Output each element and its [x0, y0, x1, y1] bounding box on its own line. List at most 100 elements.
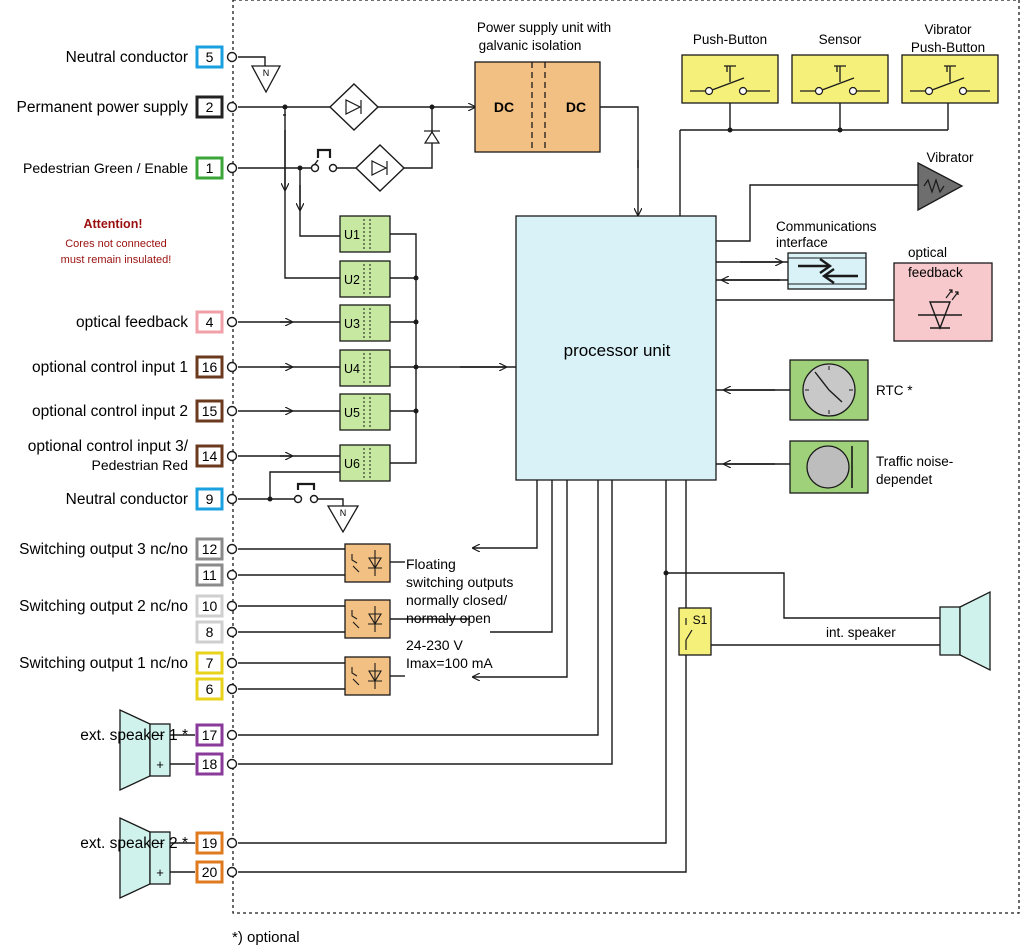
attention-title: Attention!: [83, 217, 142, 231]
terminal-label: Neutral conductor: [66, 491, 188, 508]
rectifier-icon: [328, 83, 380, 131]
push-button-icon: [681, 54, 779, 104]
input-box-u5: U5: [339, 393, 391, 431]
external-speaker-2-icon: −+: [119, 816, 171, 900]
terminal-label: Neutral conductor: [66, 49, 188, 66]
terminal-9: 9 Neutral conductor: [66, 487, 238, 511]
terminal-5: 5 Neutral conductor: [66, 45, 238, 69]
svg-text:normally closed/: normally closed/: [406, 592, 507, 608]
svg-text:U3: U3: [344, 317, 360, 331]
traffic-noise-microphone: Traffic noise- dependet: [789, 440, 953, 494]
communications-interface: Communications interface: [776, 219, 877, 290]
noise-label-line2: dependet: [876, 472, 933, 487]
sensor-label: Sensor: [819, 32, 862, 47]
attention-line1: Cores not connected: [65, 238, 167, 250]
terminal-8: 8: [195, 620, 238, 644]
junction-dots: [267, 104, 843, 576]
terminal-number: 6: [206, 681, 214, 697]
terminal-number: 20: [202, 864, 218, 880]
input-box-u2: U2: [339, 260, 391, 298]
svg-text:+: +: [156, 865, 164, 880]
external-speaker-1-icon: −+: [119, 708, 171, 792]
svg-text:−: −: [156, 836, 164, 851]
relay-2: [344, 599, 391, 639]
svg-text:switching outputs: switching outputs: [406, 574, 513, 590]
svg-text:N: N: [340, 508, 347, 518]
vibrator-push-button-icon: [901, 54, 999, 104]
terminal-number: 16: [202, 359, 218, 375]
floating-outputs-note: Floating switching outputs normally clos…: [406, 556, 513, 671]
svg-text:normaly open: normaly open: [406, 610, 491, 626]
terminal-6: 6: [195, 677, 238, 701]
svg-text:Floating: Floating: [406, 556, 456, 572]
terminal-number: 11: [202, 567, 217, 583]
vibrator-button-label-line1: Vibrator: [924, 22, 972, 37]
diode-icon: [423, 130, 441, 144]
input-box-u3: U3: [339, 304, 391, 342]
processor-label: processor unit: [564, 341, 671, 360]
terminal-number: 9: [206, 491, 214, 507]
svg-text:U6: U6: [344, 457, 360, 471]
terminal-label: Switching output 2 nc/no: [19, 598, 188, 615]
terminal-number: 19: [202, 835, 218, 851]
svg-text:N: N: [263, 68, 270, 78]
terminal-label: ext. speaker 2 *: [80, 835, 188, 852]
terminal-7: 7 Switching output 1 nc/no: [19, 651, 238, 675]
dc-left-label: DC: [494, 99, 514, 115]
terminal-number: 1: [206, 160, 214, 176]
terminal-number: 18: [202, 756, 218, 772]
terminal-number: 17: [202, 727, 218, 743]
terminal-number: 5: [206, 49, 214, 65]
terminal-label: optical feedback: [76, 314, 188, 331]
svg-text:24-230 V: 24-230 V: [406, 637, 463, 653]
vibrator-label: Vibrator: [926, 150, 974, 165]
terminal-11: 11: [195, 563, 238, 587]
relay-3: [344, 543, 391, 583]
terminal-20: 20: [195, 860, 238, 884]
svg-text:S1: S1: [693, 613, 708, 627]
comm-label-line1: Communications: [776, 219, 877, 234]
optical-label-line2: feedback: [908, 265, 963, 280]
processor-box: [515, 215, 717, 481]
terminal-10: 10 Switching output 2 nc/no: [19, 594, 238, 618]
terminal-label: optional control input 2: [32, 403, 188, 420]
terminal-18: 18: [195, 752, 238, 776]
input-box-u4: U4: [339, 349, 391, 387]
terminal-label: Switching output 1 nc/no: [19, 655, 188, 672]
terminal-label: optional control input 1: [32, 359, 188, 376]
input-box-u6: U6: [339, 444, 391, 482]
footnote: *) optional: [232, 929, 300, 946]
vibrator-button-label-line2: Push-Button: [911, 40, 985, 55]
terminal-label: Switching output 3 nc/no: [19, 541, 188, 558]
svg-text:U1: U1: [344, 228, 360, 242]
sensor-icon: [791, 54, 889, 104]
terminal-number: 7: [206, 655, 214, 671]
neutral-symbol-bottom: N: [326, 505, 360, 534]
wires: [170, 56, 949, 873]
noise-label-line1: Traffic noise-: [876, 454, 953, 469]
s1-switch: S1: [678, 607, 712, 656]
external-speakers: −+−+: [119, 708, 171, 900]
rectifier-icon: [354, 144, 406, 192]
internal-speaker-icon: int. speaker: [826, 590, 991, 672]
int-speaker-label: int. speaker: [826, 625, 896, 640]
comm-label-line2: interface: [776, 235, 828, 250]
svg-text:+: +: [156, 757, 164, 772]
rtc-label: RTC *: [876, 383, 913, 398]
terminal-number: 10: [202, 598, 218, 614]
dc-right-label: DC: [566, 99, 586, 115]
terminal-number: 14: [202, 448, 218, 464]
relay-1: [344, 656, 391, 696]
vibrator-icon: Vibrator: [917, 150, 974, 212]
input-box-u1: U1: [339, 215, 391, 253]
